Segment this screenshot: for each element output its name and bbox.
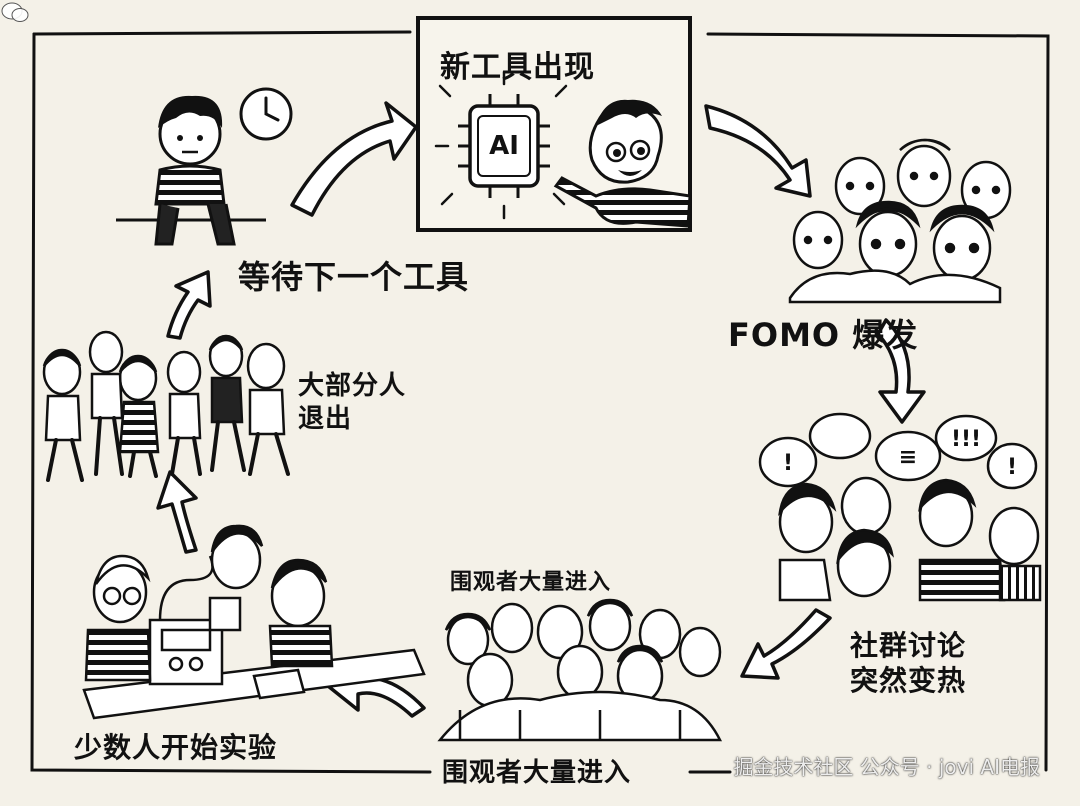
speech-bubble-texts: ! ≡ !!! ! [783, 427, 1017, 480]
label-wait-next: 等待下一个工具 [238, 258, 470, 296]
label-most-exit: 大部分人 退出 [298, 371, 407, 434]
label-spectators-top: 围观者大量进入 [450, 570, 612, 595]
arrow-exit-to-wait [166, 270, 212, 340]
watermark-text: 公众号 · jovi AI电报 [859, 755, 1040, 779]
ai-chip [434, 70, 568, 220]
label-few-experiment: 少数人开始实验 [74, 731, 278, 764]
arrow-community-to-spectators [740, 608, 832, 680]
speech-bubbles [758, 412, 1038, 490]
arrow-fomo-to-community [876, 318, 926, 424]
label-spectators-bottom: 围观者大量进入 [442, 758, 632, 788]
waiting-person [116, 87, 293, 246]
fomo-crowd [788, 138, 1012, 304]
speech-bubble-text: ! [783, 451, 793, 476]
new-tool-box [416, 16, 692, 232]
experiment-group [82, 524, 426, 720]
community-discussion [758, 412, 1042, 602]
speech-bubble-text: ! [1007, 455, 1017, 480]
pointing-character [553, 99, 692, 228]
arrow-few-to-exit [156, 470, 198, 554]
speech-bubble-text: ≡ [899, 445, 917, 470]
label-new-tool: 新工具出现 [440, 50, 595, 85]
arrow-new-to-fomo [704, 104, 812, 198]
label-community: 社群讨论 突然变热 [850, 629, 967, 697]
ai-chip-label: AI [489, 131, 519, 161]
speech-bubble-text: !!! [951, 427, 981, 452]
watermark-source: 掘金技术社区 [733, 755, 854, 779]
watermark: 掘金技术社区 公众号 · jovi AI电报 [733, 751, 1040, 780]
arrow-wait-to-new [290, 101, 418, 217]
exiting-crowd [42, 330, 290, 482]
outer-frame [30, 30, 1050, 774]
label-fomo: FOMO 爆发 [728, 316, 919, 354]
wechat-icon [1, 2, 29, 22]
spectators-crowd [437, 598, 723, 742]
